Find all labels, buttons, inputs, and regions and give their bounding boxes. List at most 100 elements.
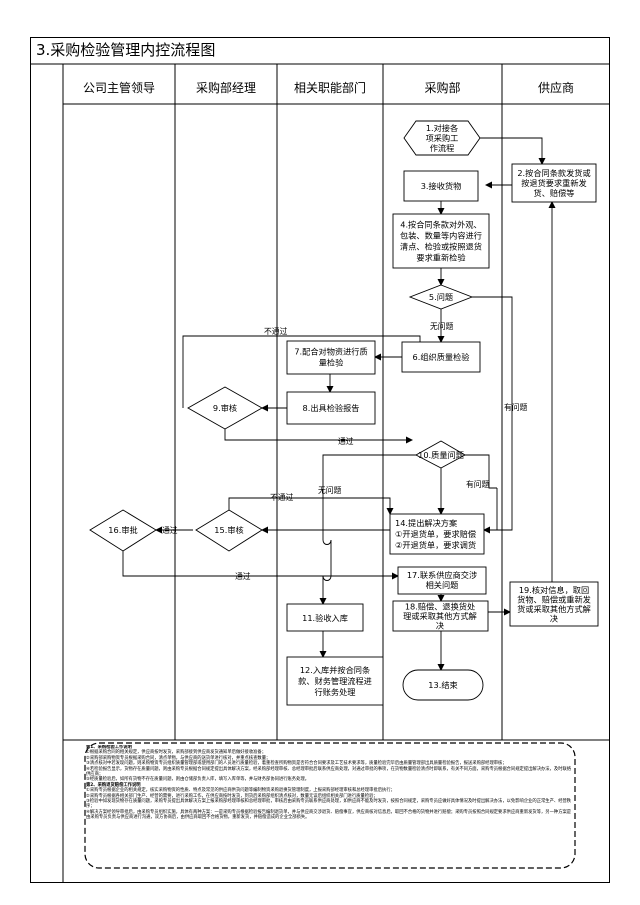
node-19-box [509, 581, 599, 627]
label-has-problem-5: 有问题 [504, 402, 528, 412]
notes-line: ①根据采购合同的相关规定，供应商按时发货，采购部接到供应商发货通知单后做好接收准… [86, 750, 267, 756]
node-text-line: 决 [436, 621, 444, 631]
column-header-supplier: 供应商 [537, 81, 574, 95]
label-fail-9: 不通过 [264, 326, 288, 336]
node-4-box [392, 213, 490, 269]
node-1-text: 1.对接各项采购工作流程 [426, 123, 459, 153]
node-text-line: 8.出具检验报告 [303, 403, 360, 413]
node-text-line: 项采购工 [426, 133, 459, 143]
label-pass-16: 通过 [235, 571, 251, 581]
node-text-line: 相关问题 [426, 580, 459, 590]
column-header-functional-dept: 相关职能部门 [293, 81, 366, 95]
node-11-box [286, 603, 364, 632]
notes-line: ④解决方案经领导审批后，由采购专员组织实施，具体有两种方案：一是采购专员根据检验… [86, 809, 572, 821]
node-16-diamond [89, 509, 157, 552]
node-8-box [286, 391, 376, 425]
node-text-line: 17.联系供应商交涉 [407, 570, 477, 580]
node-6-box [401, 341, 481, 373]
label-has-problem-10: 有问题 [466, 479, 490, 489]
label-no-problem-10: 无问题 [318, 486, 342, 495]
node-11-text: 11.验收入库 [302, 613, 348, 623]
node-17-text: 17.联系供应商交涉相关问题 [407, 570, 477, 590]
page-title: 3.采购检验管理内控流程图 [36, 41, 216, 59]
node-labels: 1.对接各项采购工作流程 2.按合同条款发货或按退货要求重新发货、赔偿等 3.接… [108, 123, 591, 697]
notes-text: 第1、采购检验工作说明 ①根据采购合同的相关规定，供应商按时发货，采购部接到供应… [86, 745, 574, 866]
node-2-text: 2.按合同条款发货或按退货要求重新发货、赔偿等 [517, 168, 590, 198]
node-18-box [392, 600, 489, 632]
node-text-line: 货或采取其他方式解 [517, 604, 591, 614]
label-pass-9: 通过 [338, 436, 354, 446]
column-header-purchasing-manager: 采购部经理 [195, 81, 256, 95]
node-text-line: ①开退货单，要求赔偿 [395, 529, 476, 539]
node-13-terminal [402, 669, 484, 701]
node-text-line: 款、财务管理流程进 [298, 676, 372, 686]
notes-line: ⑤经质量检验后，如所有货物不存在质量问题，则由仓储部负责入库，填写入库单等，并与… [86, 777, 309, 783]
notes-line: ④若检验报告显示，货物存在质量问题，则由采购专员根据合同规定提出具体解决方案，经… [86, 766, 572, 778]
node-5-diamond [408, 284, 474, 310]
node-text-line: 4.按合同条款对外观、 [400, 220, 482, 230]
notes-line: ③检验中如发现货物存在质量问题，采购专员提出具体解决方案上报采购部经理审核和总经… [86, 799, 572, 810]
node-text-line: 19.核对信息，取回 [519, 585, 589, 595]
node-5-text: 5.问题 [429, 292, 453, 302]
node-3-box [403, 170, 479, 202]
node-10-diamond [415, 440, 466, 469]
node-text-line: 要求重新检验 [416, 253, 465, 263]
node-text-line: 9.审核 [213, 403, 237, 413]
node-text-line: 包装、数量等内容进行 [400, 231, 482, 241]
node-text-line: 16.审批 [108, 525, 137, 535]
node-16-text: 16.审批 [108, 525, 137, 535]
node-12-box [286, 656, 384, 706]
label-fail-15: 不通过 [270, 492, 294, 502]
node-text-line: 13.结束 [428, 680, 457, 690]
node-text-line: 清点、检验或按照退货 [400, 242, 482, 252]
edge-labels: 无问题 有问题 不通过 通过 无问题 有问题 不通过 通过 通过 [162, 322, 528, 581]
node-text-line: ②开退货单，要求调货 [395, 540, 476, 550]
connectors [122, 137, 556, 671]
node-text-line: 6.组织质量检验 [413, 352, 470, 362]
node-text-line: 作流程 [430, 143, 455, 153]
node-text-line: 1.对接各 [426, 123, 458, 133]
node-6-text: 6.组织质量检验 [413, 352, 470, 362]
flowchart-frame [30, 37, 610, 883]
notes-heading-1: 第1、采购检验工作说明 [86, 745, 132, 750]
node-text-line: 量检验 [319, 358, 344, 368]
node-1-hexagon [403, 120, 481, 156]
node-text-line: 10.质量问题 [418, 450, 464, 460]
grid-lines [30, 63, 610, 883]
node-15-text: 15.审核 [214, 525, 243, 535]
notes-box [84, 742, 576, 869]
node-8-text: 8.出具检验报告 [303, 403, 360, 413]
label-no-problem-5: 无问题 [430, 322, 454, 331]
node-text-line: 2.按合同条款发货或 [517, 168, 590, 178]
node-9-text: 9.审核 [213, 403, 237, 413]
node-text-line: 3.接收货物 [421, 181, 462, 191]
node-text-line: 货、赔偿等 [534, 188, 575, 198]
notes-heading-2: 第2、采购退货赔偿工作说明 [86, 782, 141, 788]
node-7-text: 7.配合对物资进行质量检验 [294, 347, 367, 368]
node-text-line: 14.提出解决方案 [395, 518, 457, 528]
label-pass-15: 通过 [162, 525, 178, 535]
node-text-line: 12.入库并按合同条 [300, 665, 370, 675]
node-19-text: 19.核对信息，取回货物、赔偿或重新发货或采取其他方式解决 [517, 585, 591, 624]
node-text-line: 决 [550, 613, 558, 623]
node-text-line: 11.验收入库 [302, 613, 348, 623]
node-9-diamond [187, 386, 263, 430]
column-header-leader: 公司主管领导 [82, 81, 155, 95]
node-18-text: 18.赔偿、退换货处理或采取其他方式解决 [403, 602, 477, 631]
node-10-text: 10.质量问题 [418, 450, 464, 460]
node-text-line: 货物、赔偿或重新发 [517, 594, 591, 604]
notes-line: ③清点核对中若发现问题，则采购物资专员组织质量管理部或使用部门的人员进行质量检验… [86, 761, 507, 767]
notes-line: ①采购专员根据企业的相关规定，核实采购物资的性质、特点及常见的供应商供货问题等编… [86, 788, 395, 794]
node-4-text: 4.按合同条款对外观、包装、数量等内容进行清点、检验或按照退货要求重新检验 [400, 220, 482, 263]
node-text-line: 按退货要求重新发 [521, 178, 587, 188]
notes-line: ②采购专员根据各相关部门生产、经营的需要，进行采购工作，在供应商按时发货，到货后… [86, 793, 378, 799]
node-17-box [397, 566, 487, 595]
node-12-text: 12.入库并按合同条款、财务管理流程进行账务处理 [298, 665, 372, 697]
column-header-purchasing-dept: 采购部 [424, 81, 461, 95]
node-text-line: 7.配合对物资进行质 [294, 347, 367, 357]
node-text-line: 行账务处理 [315, 687, 356, 697]
node-7-box [286, 340, 376, 375]
notes-line: ②采购部采购物资专员根据采购合同，清点单物，与供应商的送货单进行核对，并重点核查… [86, 755, 271, 761]
